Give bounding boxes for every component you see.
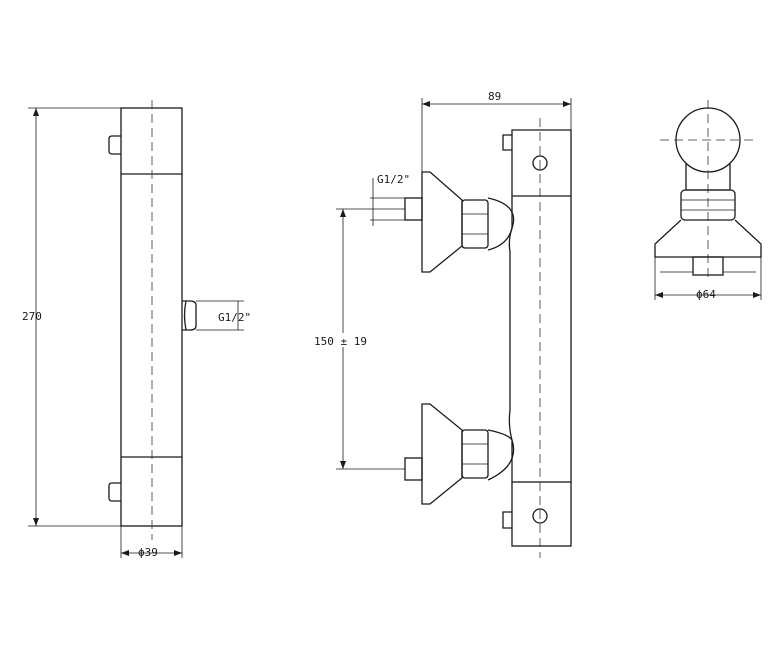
dim-89-arrow-left <box>422 101 430 107</box>
lower-flange <box>421 403 463 505</box>
side-body <box>120 107 183 527</box>
dim-39-arrow-right <box>174 550 182 556</box>
side-view: 270 G1/2" ϕ39 <box>22 100 251 559</box>
dim-270-arrow-top <box>33 108 39 116</box>
dim-overall-height: 270 <box>22 310 42 323</box>
lower-nipple <box>404 457 423 481</box>
front-top-notch <box>502 134 512 151</box>
dim-inlet-thread-front: G1/2" <box>377 173 410 186</box>
top-flange <box>654 219 762 258</box>
dim-64-arrow-right <box>753 292 761 298</box>
dim-projection: 89 <box>488 90 501 103</box>
dim-150-text-bg <box>312 333 368 347</box>
dim-body-diameter: ϕ39 <box>138 546 158 559</box>
side-inlet-nipple <box>182 300 197 331</box>
front-bottom-notch <box>502 511 512 529</box>
dim-flange-diameter: ϕ64 <box>696 288 716 301</box>
front-view: 89 G1/2" 150 ± 19 <box>312 90 572 558</box>
dim-270-arrow-bottom <box>33 518 39 526</box>
upper-elbow <box>487 197 515 251</box>
dim-150-arrow-bottom <box>340 461 346 469</box>
front-top-hole <box>532 155 548 171</box>
upper-inlet <box>404 171 515 273</box>
front-bar-top-block <box>511 129 572 197</box>
lower-nut <box>461 429 489 479</box>
side-top-lug <box>108 135 121 155</box>
dim-64-arrow-left <box>655 292 663 298</box>
front-inner-rail <box>508 227 513 441</box>
dim-150-arrow-top <box>340 209 346 217</box>
top-nut <box>680 189 736 221</box>
dim-inlet-thread-side: G1/2" <box>218 311 251 324</box>
upper-flange <box>421 171 463 273</box>
lower-elbow <box>487 429 515 481</box>
side-inlet-nipple-edge <box>183 300 187 331</box>
front-bar-bottom-block <box>511 481 572 547</box>
top-view: ϕ64 <box>654 100 762 301</box>
dim-center-distance: 150 ± 19 <box>314 335 367 348</box>
top-nipple <box>692 256 724 276</box>
lower-inlet <box>404 403 515 505</box>
dim-89-arrow-right <box>563 101 571 107</box>
side-bottom-lug <box>108 482 121 502</box>
upper-nipple <box>404 197 423 221</box>
dim-39-arrow-left <box>121 550 129 556</box>
front-bottom-hole <box>532 508 548 524</box>
upper-nut <box>461 199 489 249</box>
